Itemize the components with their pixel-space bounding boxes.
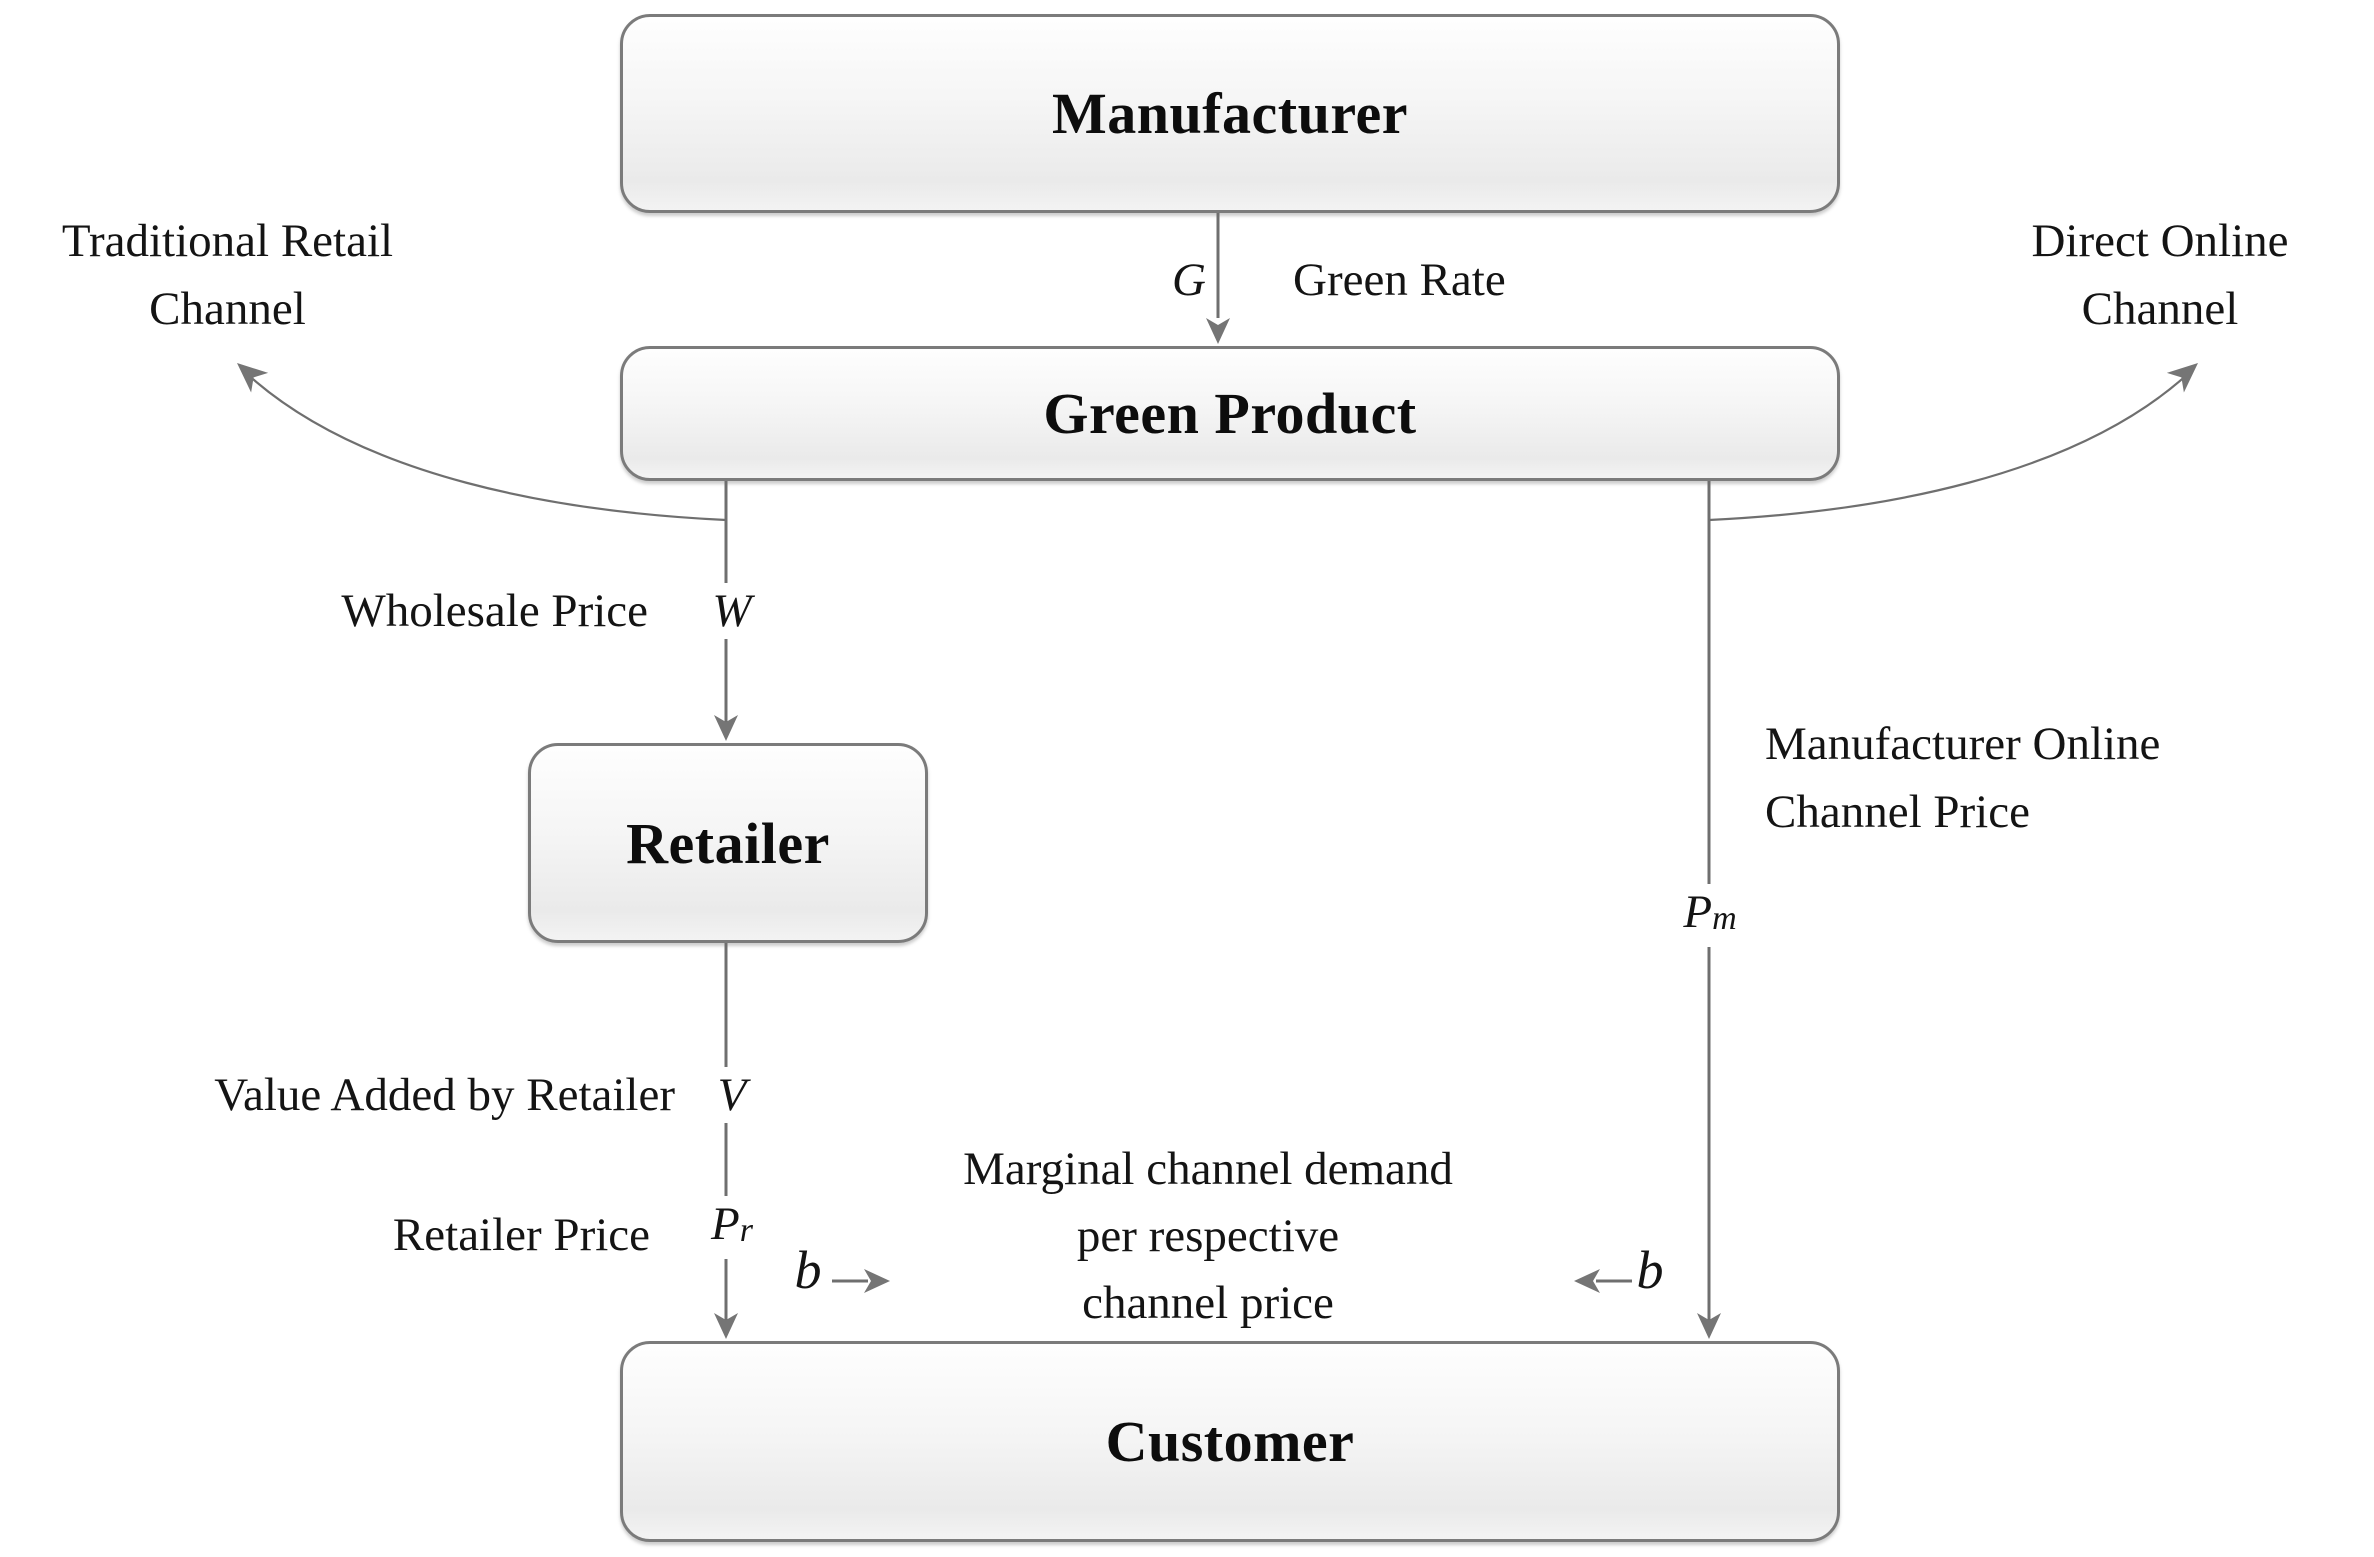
pm-base: P — [1683, 886, 1713, 938]
marginal-demand-line3: channel price — [1082, 1277, 1334, 1329]
traditional-channel-line2: Channel — [149, 283, 306, 335]
value-added-label: Value Added by Retailer — [214, 1069, 675, 1121]
manufacturer-label: Manufacturer — [1051, 81, 1409, 146]
customer-node: Customer — [620, 1341, 1840, 1542]
customer-label: Customer — [1105, 1409, 1355, 1474]
green-rate-variable: G — [1172, 254, 1206, 306]
manufacturer-online-price-label: Manufacturer Online Channel Price — [1765, 710, 2160, 846]
traditional-channel-heading: Traditional Retail Channel — [0, 207, 455, 343]
retail-to-customer-arrowhead-icon — [714, 1313, 738, 1339]
green-product-node: Green Product — [620, 346, 1840, 481]
online-to-customer-arrowhead-icon — [1697, 1313, 1721, 1339]
pr-base: P — [711, 1198, 740, 1250]
traditional-channel-curve — [244, 371, 727, 522]
wholesale-price-label: Wholesale Price — [341, 585, 648, 637]
retailer-node: Retailer — [528, 743, 928, 943]
marginal-demand-note: Marginal channel demand per respective c… — [858, 1136, 1558, 1337]
green-rate-label: Green Rate — [1293, 254, 1506, 306]
direct-channel-line1: Direct Online — [2031, 215, 2289, 267]
manufacturer-online-line2: Channel Price — [1765, 786, 2030, 838]
traditional-channel-line1: Traditional Retail — [61, 215, 394, 267]
direct-channel-curve — [1708, 371, 2191, 522]
manufacturer-node: Manufacturer — [620, 14, 1840, 213]
manufacturer-price-variable: Pm — [1650, 884, 1770, 947]
b-right-arrowhead-icon — [1574, 1269, 1600, 1293]
green-product-label: Green Product — [1043, 381, 1417, 446]
retailer-label: Retailer — [626, 810, 830, 876]
manufacturer-online-line1: Manufacturer Online — [1765, 718, 2161, 770]
wholesale-arrowhead-icon — [714, 715, 738, 741]
marginal-demand-line2: per respective — [1076, 1210, 1340, 1262]
wholesale-price-variable: W — [687, 583, 777, 639]
green-rate-arrowhead-icon — [1206, 318, 1230, 344]
direct-channel-heading: Direct Online Channel — [1930, 207, 2374, 343]
marginal-demand-line1: Marginal channel demand — [963, 1143, 1453, 1195]
b-right-variable: b — [1636, 1240, 1664, 1300]
b-left-variable: b — [794, 1240, 822, 1300]
traditional-channel-arrowhead-icon — [237, 363, 269, 393]
pr-sub: r — [739, 1212, 753, 1249]
b-left-arrowhead-icon — [864, 1269, 890, 1293]
retailer-price-label: Retailer Price — [392, 1209, 650, 1261]
value-added-variable: V — [694, 1067, 770, 1123]
retailer-price-variable: Pr — [678, 1196, 786, 1259]
pm-sub: m — [1712, 900, 1737, 937]
direct-channel-line2: Channel — [2081, 283, 2239, 335]
direct-channel-arrowhead-icon — [2166, 363, 2198, 393]
